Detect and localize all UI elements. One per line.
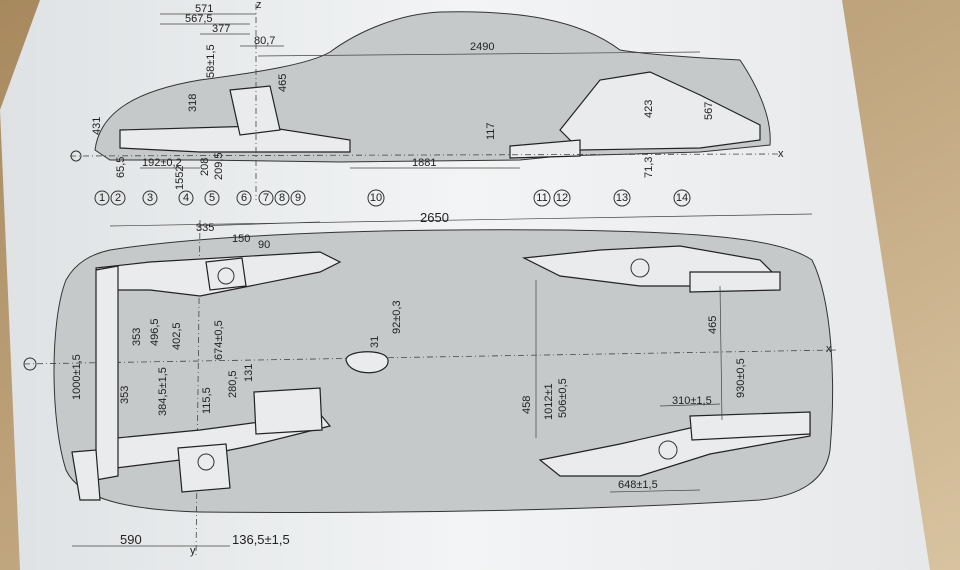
dim-131: 131 [243,364,255,382]
x-axis-marker-top [70,150,82,162]
dim-377: 377 [212,23,230,35]
dim-117: 117 [485,122,497,140]
ref-12: 12 [556,192,568,204]
rear-floor-step [509,139,581,159]
plan-view: x y 335 2650 150 90 353 496,5 402,5 674±… [23,210,837,557]
dim-930: 930±0,5 [735,358,747,398]
dim-150: 150 [232,233,250,245]
dim-423: 423 [643,100,655,118]
front-strut-tower-top [205,257,247,291]
front-strut-tower-bottom [177,443,231,493]
dim-31: 31 [369,336,381,348]
ref-1: 1 [99,192,105,204]
ref-3: 3 [147,192,153,204]
dim-90: 90 [258,239,270,251]
dim-496-5: 496,5 [149,318,161,346]
x-axis-label-plan: x [826,343,832,355]
reference-markers: 1 2 3 4 5 6 7 8 9 10 11 12 13 14 [94,189,691,207]
rear-rail-lower [689,411,811,441]
dim-192: 192±0,2 [142,157,182,169]
dim-2650: 2650 [420,210,449,225]
dim-567: 567 [703,102,715,120]
side-view: x z 571 567,5 377 80,7 2490 431 65,5 192… [69,0,784,200]
dim-71-3: 71,3 [643,157,655,178]
ref-11: 11 [536,192,547,204]
dim-353-lower: 353 [119,386,131,404]
front-engine-mount [253,387,323,435]
dim-402-5: 402,5 [171,322,183,350]
x-axis-line-top [69,153,781,157]
dim-209-5: 209,5 [213,152,225,180]
x-axis-label-top: x [778,148,784,160]
ref-2: 2 [115,192,121,204]
dim-1552: 1552 [174,166,186,190]
ref-10: 10 [370,192,382,204]
x-axis-line-plan [23,349,837,365]
ref-6: 6 [241,192,247,204]
dim-1012: 1012±1 [543,383,555,420]
dim-1000: 1000±1,5 [71,354,83,400]
center-tunnel-hole [345,351,389,374]
dim-2490: 2490 [470,41,494,53]
front-longitudinal-left [95,265,119,481]
dim-92: 92±0,3 [391,300,403,334]
dim-335: 335 [196,222,214,234]
dim-65-5: 65,5 [115,157,127,178]
ref-9: 9 [295,192,301,204]
dim-465-top: 465 [277,74,289,92]
dim-506: 506±0,5 [557,378,569,418]
dim-1881: 1881 [412,157,436,169]
ref-4: 4 [183,192,189,204]
dim-136-5: 136,5±1,5 [232,532,290,547]
dim-571: 571 [195,3,213,15]
dim-674: 674±0,5 [213,320,225,360]
front-bumper-mount [71,449,101,501]
ref-7: 7 [263,192,269,204]
dim-384-5: 384,5±1,5 [157,367,169,416]
ref-5: 5 [209,192,215,204]
dim-115-5: 115,5 [201,387,213,414]
rear-rail-upper [689,271,781,293]
dim-58: 58±1,5 [205,44,217,78]
ref-13: 13 [616,192,628,204]
z-axis-label: z [256,0,262,11]
dim-431: 431 [91,117,103,135]
front-suspension-mount [229,85,281,136]
dim-458: 458 [521,396,533,414]
dim-353-upper: 353 [131,328,143,346]
dim-280-5: 280,5 [227,370,239,398]
dim-590: 590 [120,532,142,547]
x-axis-marker-plan [23,357,37,371]
dim-80-7: 80,7 [254,35,275,47]
rear-wheelhouse [559,71,761,151]
dim-318: 318 [187,94,199,112]
dim-648: 648±1,5 [618,479,658,491]
ref-14: 14 [676,192,688,204]
dim-567-5: 567,5 [185,13,213,25]
dim-310: 310±1,5 [672,395,712,407]
dim-208: 208 [199,158,211,176]
ref-8: 8 [279,192,285,204]
dim-465-plan: 465 [707,316,719,334]
y-axis-label: y [190,545,196,557]
